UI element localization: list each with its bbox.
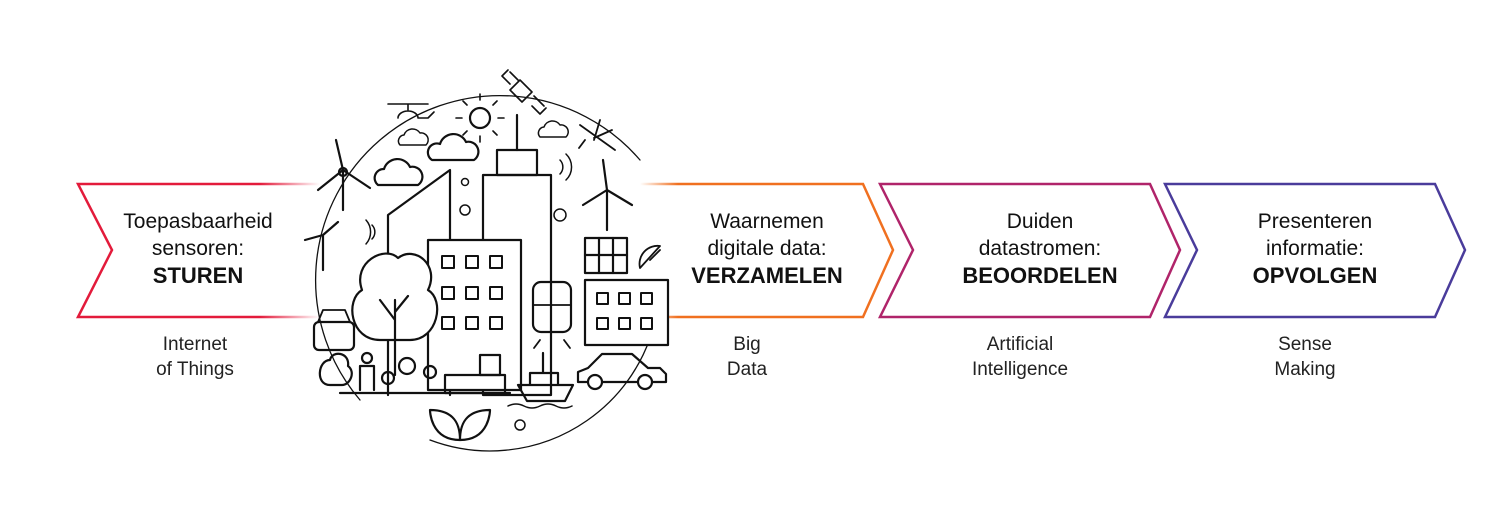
sub-line1: Sense xyxy=(1278,334,1332,355)
sub-ai: Artificial Intelligence xyxy=(920,332,1120,382)
step-line1: Presenteren xyxy=(1257,210,1373,233)
sub-iot: Internet of Things xyxy=(95,332,295,382)
step-action: VERZAMELEN xyxy=(691,263,843,288)
sub-line2: of Things xyxy=(156,359,234,380)
step-line1: Waarnemen xyxy=(710,210,824,233)
sub-line1: Big xyxy=(733,334,761,355)
sub-sense-making: Sense Making xyxy=(1205,332,1405,382)
smart-city-illustration xyxy=(303,69,670,452)
step-line2: sensoren: xyxy=(151,237,245,260)
chevron-verzamelen xyxy=(640,182,895,319)
step-action: BEOORDELEN xyxy=(962,263,1118,288)
sub-big-data: Big Data xyxy=(647,332,847,382)
step-line2: informatie: xyxy=(1265,237,1365,260)
sub-line2: Making xyxy=(1274,359,1336,380)
chevron-sturen xyxy=(75,182,320,319)
sub-line2: Data xyxy=(726,359,768,380)
step-opvolgen: Presenteren informatie: OPVOLGEN xyxy=(1195,208,1435,289)
step-verzamelen: Waarnemen digitale data: VERZAMELEN xyxy=(647,208,887,289)
step-line2: datastromen: xyxy=(978,237,1102,260)
sub-line2: Intelligence xyxy=(971,359,1069,380)
step-line1: Duiden xyxy=(1006,210,1074,233)
step-action: OPVOLGEN xyxy=(1252,263,1378,288)
step-line2: digitale data: xyxy=(707,237,827,260)
step-sturen: Toepasbaarheid sensoren: STUREN xyxy=(78,208,318,289)
step-beoordelen: Duiden datastromen: BEOORDELEN xyxy=(920,208,1160,289)
chevron-beoordelen xyxy=(877,182,1182,319)
sub-line1: Artificial xyxy=(986,334,1054,355)
step-action: STUREN xyxy=(152,263,244,288)
step-line1: Toepasbaarheid xyxy=(123,210,273,233)
sub-line1: Internet xyxy=(162,334,228,355)
chevron-opvolgen xyxy=(1163,182,1467,319)
